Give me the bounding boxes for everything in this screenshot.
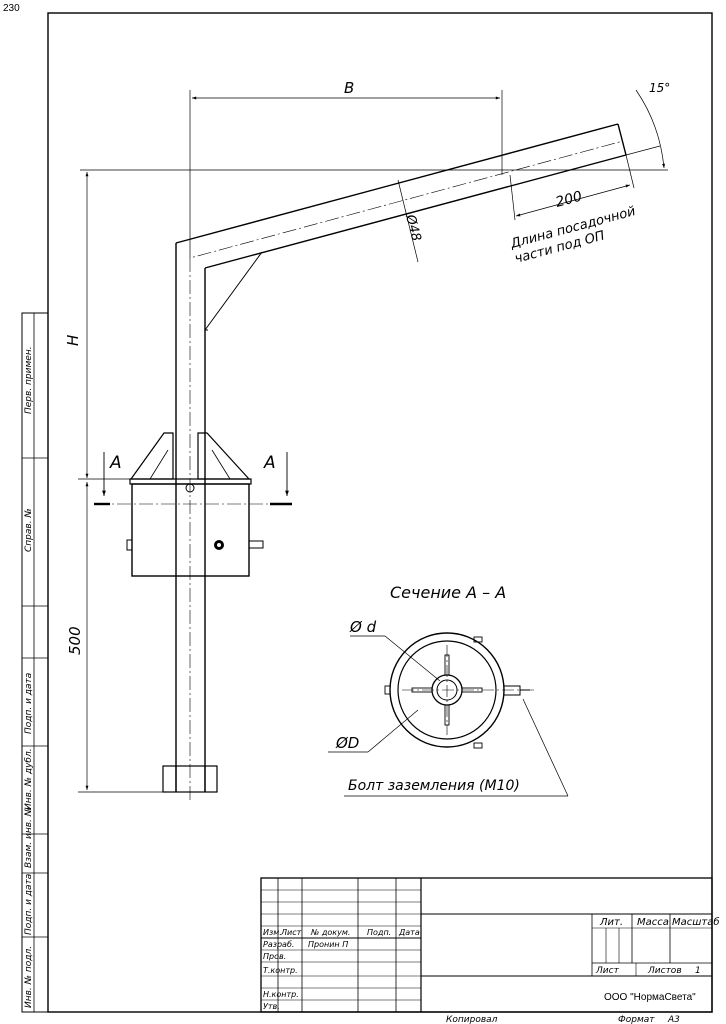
section-mark-left: A [109, 453, 122, 473]
bracket-view [95, 123, 627, 800]
tb-massa: Масса [637, 917, 669, 928]
stamp-label-podp1: Подп. и дата [24, 673, 34, 734]
tb-razrab-name: Пронин П [308, 940, 348, 949]
section-a-a [328, 632, 569, 797]
footer-format-label: Формат [618, 1015, 655, 1024]
stamp-label-podp2: Подп. и дата [24, 874, 34, 935]
stamp-label-inv-dubl: Инв. № дубл. [24, 748, 34, 810]
tb-col-izm: Изм. [263, 928, 282, 937]
dim-B: B [344, 79, 354, 97]
section-mark-right: A [263, 453, 276, 473]
stamp-label-vzam: Взам. инв. № [24, 807, 34, 868]
dim-pipe-diameter: Ø48 [402, 212, 424, 243]
dim-200: 200 [554, 188, 584, 210]
drawing-frame [47, 12, 713, 1013]
tb-company: ООО "НормаСвета" [604, 992, 696, 1003]
side-stamp: Перв. примен. Справ. № Подп. и дата Инв.… [21, 312, 49, 1013]
tb-list: Лист [595, 966, 620, 976]
tb-col-doc: № докум. [310, 928, 350, 937]
dimension-lines [78, 89, 668, 793]
tb-col-date: Дата [398, 928, 420, 937]
dim-angle: 15° [649, 81, 670, 95]
dim-500: 500 [66, 626, 84, 655]
stamp-label-perv: Перв. примен. [24, 346, 34, 414]
tb-masshtab: Масштаб [672, 916, 720, 928]
tb-row-utv: Утв. [263, 1002, 280, 1011]
tb-col-list: Лист [280, 928, 302, 937]
tb-row-tkontr: Т.контр. [263, 966, 298, 975]
tb-lit: Лит. [599, 917, 623, 928]
footer-format-value: А3 [667, 1015, 680, 1024]
tb-col-sign: Подп. [367, 928, 391, 937]
page-number: 230 [3, 3, 20, 14]
section-bolt-label: Болт заземления (М10) [348, 778, 520, 794]
section-inner-diameter: Ø d [349, 618, 377, 636]
tb-row-prov: Пров. [263, 952, 286, 961]
dim-H: H [64, 335, 82, 346]
stamp-label-inv-podl: Инв. № подл. [24, 946, 34, 1008]
section-outer-diameter: ØD [335, 734, 359, 752]
tb-listov-value: 1 [695, 966, 701, 976]
tb-row-nkontr: Н.контр. [263, 990, 299, 999]
section-title: Сечение А – А [390, 583, 506, 602]
footer-copied: Копировал [446, 1015, 498, 1024]
tb-row-razrab: Разраб. [263, 940, 294, 949]
section-cut-marks [94, 452, 292, 506]
stamp-label-sprav: Справ. № [24, 508, 34, 552]
tb-listov: Листов [647, 966, 682, 976]
title-block [260, 877, 713, 1013]
